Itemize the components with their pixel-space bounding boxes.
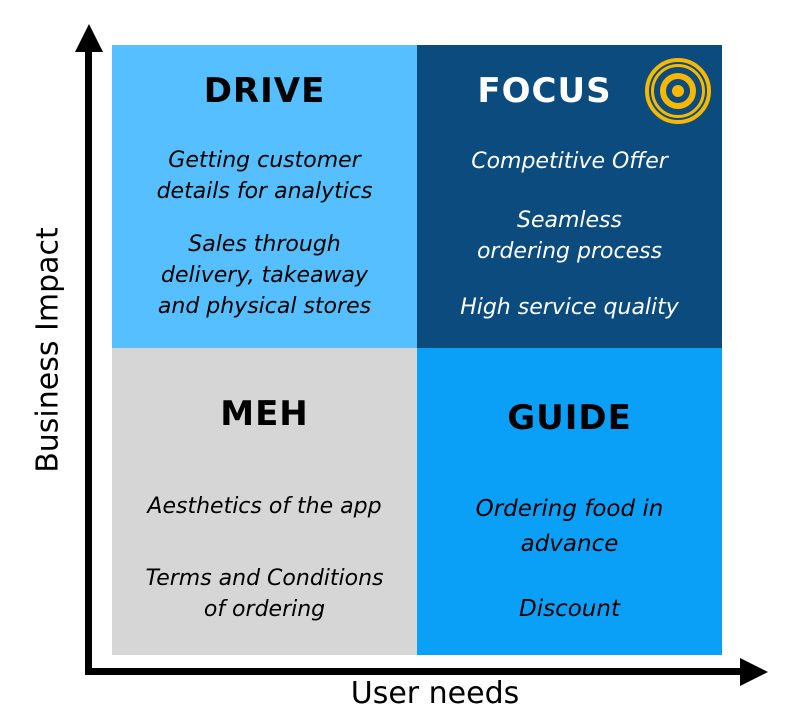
target-icon [645,58,711,124]
x-axis-line [85,668,750,675]
y-axis-arrow-icon [75,24,103,52]
quadrant-meh: MEH Aesthetics of the app Terms and Cond… [112,348,417,655]
x-axis-label: User needs [350,676,520,711]
quadrant-guide: GUIDE Ordering food in advance Discount [417,348,722,655]
quadrant-item: Discount [519,596,620,622]
y-axis-label: Business Impact [30,227,66,473]
quadrant-item: Terms and Conditions of ordering [145,566,384,622]
x-axis-arrow-icon [740,658,768,686]
quadrant-item: Seamless ordering process [476,208,663,264]
quadrant-item: Getting customer details for analytics [156,148,373,204]
quadrant-focus: FOCUS Competitive Offer Seamless orderin… [417,45,722,348]
quadrant-item: Ordering food in advance [475,496,664,557]
quadrant-title: GUIDE [507,398,632,438]
quadrant-item: Sales through delivery, takeaway and phy… [157,232,372,319]
quadrant-item: High service quality [460,295,679,320]
quadrant-item: Competitive Offer [471,149,668,174]
y-axis-line [85,45,92,675]
quadrant-title: FOCUS [477,71,612,111]
quadrant-drive: DRIVE Getting customer details for analy… [112,45,417,348]
quadrant-title: DRIVE [203,71,326,111]
quadrant-item: Aesthetics of the app [147,494,382,519]
quadrant-title: MEH [220,394,309,434]
